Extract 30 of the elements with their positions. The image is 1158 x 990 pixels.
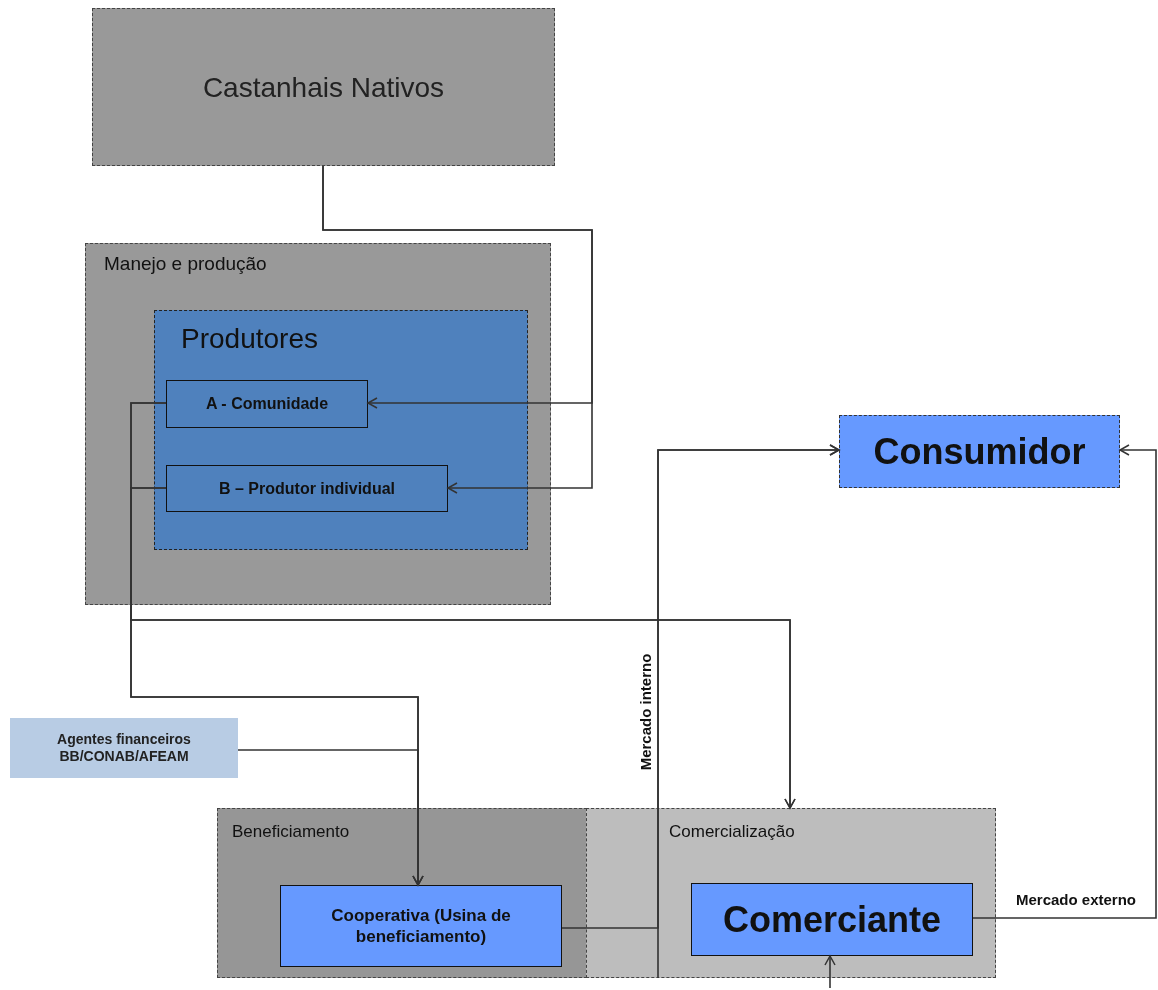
connector-arrow: [130, 487, 796, 809]
connector-arrow: [237, 749, 424, 886]
edge-label: Mercado externo: [1015, 892, 1137, 907]
node-label: Castanhais Nativos: [202, 70, 445, 105]
process-box: [691, 883, 973, 956]
node-label: B – Produtor individual: [219, 478, 395, 499]
group-heading: Produtores: [181, 322, 318, 356]
process-box: [10, 718, 238, 778]
group-heading: Comercialização: [669, 821, 795, 843]
node-label: A - Comunidade: [205, 394, 329, 414]
node-label: Agentes financeiros BB/CONAB/AFEAM: [56, 730, 192, 766]
node-label: Cooperativa (Usina de beneficiamento): [330, 904, 512, 948]
connector-arrow: [657, 444, 840, 979]
group-heading: Manejo e produção: [104, 252, 267, 276]
edge-label: Mercado interno: [637, 652, 653, 772]
connector-arrow: [322, 165, 593, 494]
group-box: [154, 310, 528, 550]
connector-arrow: [972, 444, 1157, 919]
process-box: [839, 415, 1120, 488]
process-box: [166, 465, 448, 512]
source-box: [92, 8, 555, 166]
process-box: [166, 380, 368, 428]
node-label: Consumidor: [873, 430, 1086, 474]
node-label: Comerciante: [722, 898, 942, 942]
stage-panel: [85, 243, 551, 605]
connector-arrow: [824, 955, 836, 989]
stage-panel: [586, 808, 996, 978]
process-box: [280, 885, 562, 967]
group-heading: Beneficiamento: [232, 821, 350, 843]
stage-panel: [217, 808, 587, 978]
